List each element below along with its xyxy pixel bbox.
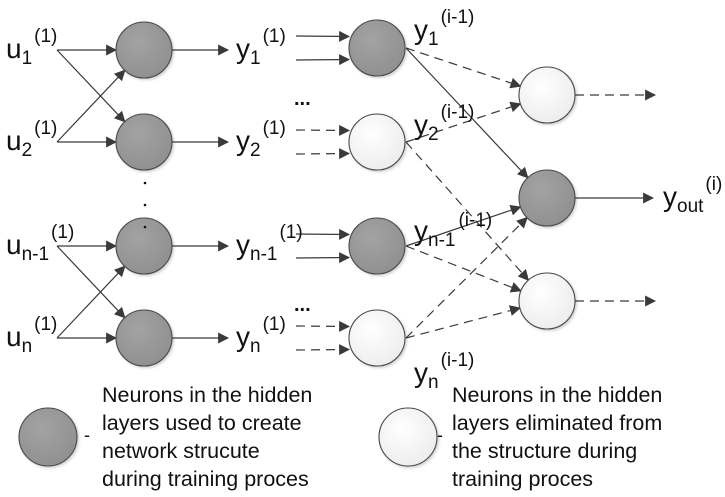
neuron-layer3-1 xyxy=(518,66,576,124)
layer2-input-edge xyxy=(295,252,351,264)
layer-i-minus-1-output-label-2: y2(i-1) xyxy=(414,102,474,145)
layer-i-minus-1-output-label-1: y1(i-1) xyxy=(414,7,474,50)
legend-active-text: Neurons in the hidden layers used to cre… xyxy=(102,383,313,491)
hidden-edge xyxy=(405,47,522,89)
hidden-edge xyxy=(405,305,521,339)
hidden-edge xyxy=(405,204,522,247)
input-edge xyxy=(56,49,126,123)
neuron-layer2-4 xyxy=(348,309,406,367)
neuron-layer2-1 xyxy=(348,19,406,77)
layer-i-minus-1-output-label-4: yn(i-1) xyxy=(414,350,474,393)
neuron-layer2-3 xyxy=(348,217,406,275)
input-label-4: un(1) xyxy=(6,314,57,357)
vertical-ellipsis-dot xyxy=(143,225,147,229)
layer2-input-edge xyxy=(295,124,351,136)
input-label-1: u1(1) xyxy=(6,26,57,69)
ellipsis-upper: ... xyxy=(294,88,311,110)
neurons xyxy=(18,19,576,467)
layer2-input-edge xyxy=(295,228,351,240)
input-label-2: u2(1) xyxy=(6,118,57,161)
layer1-output-label-3: yn-1(1) xyxy=(236,222,303,265)
network-output-label: yout(i) xyxy=(663,174,722,217)
legend-active-neuron xyxy=(18,407,78,467)
hidden-edge xyxy=(405,216,528,339)
ellipsis-lower: ... xyxy=(294,294,311,316)
layer2-input-edge xyxy=(295,30,351,42)
hidden-edge xyxy=(405,47,529,179)
legend-active-dash: - xyxy=(84,425,90,445)
neuron-layer3-2 xyxy=(518,169,576,227)
neuron-layer2-2 xyxy=(348,113,406,171)
layer1-output-label-4: yn(1) xyxy=(236,314,286,357)
labels: - -...... u1(1) u2(1) un-1(1) un(1) y1(1) y2(1)… xyxy=(6,7,722,445)
layer2-input-edge xyxy=(295,54,351,66)
legend-eliminated-text: Neurons in the hidden layers eliminated … xyxy=(452,383,663,491)
neuron-layer1-2 xyxy=(115,113,173,171)
input-edge xyxy=(56,245,126,319)
layer2-input-edge xyxy=(295,320,351,332)
neuron-layer1-1 xyxy=(115,21,173,79)
input-label-3: un-1(1) xyxy=(6,222,74,265)
hidden-edge xyxy=(405,141,530,281)
layer-i-minus-1-output-label-3: yn-1(i-1) xyxy=(414,210,492,251)
hidden-edge xyxy=(405,245,522,293)
legend-eliminated-neuron xyxy=(378,407,438,467)
edges xyxy=(56,30,657,356)
layer2-input-edge xyxy=(295,148,351,160)
neuron-layer1-3 xyxy=(115,217,173,275)
layer2-input-edge xyxy=(295,344,351,356)
hidden-edge xyxy=(405,101,522,143)
vertical-ellipsis-dot xyxy=(143,181,147,185)
legend-eliminated-dash: - xyxy=(437,425,443,445)
neuron-layer1-4 xyxy=(115,309,173,367)
layer1-output-label-1: y1(1) xyxy=(236,26,286,69)
input-edge xyxy=(56,69,126,143)
layer1-output-label-2: y2(1) xyxy=(236,118,286,161)
neuron-layer3-3 xyxy=(518,272,576,330)
input-edge xyxy=(56,265,126,339)
vertical-ellipsis-dot xyxy=(143,203,147,207)
